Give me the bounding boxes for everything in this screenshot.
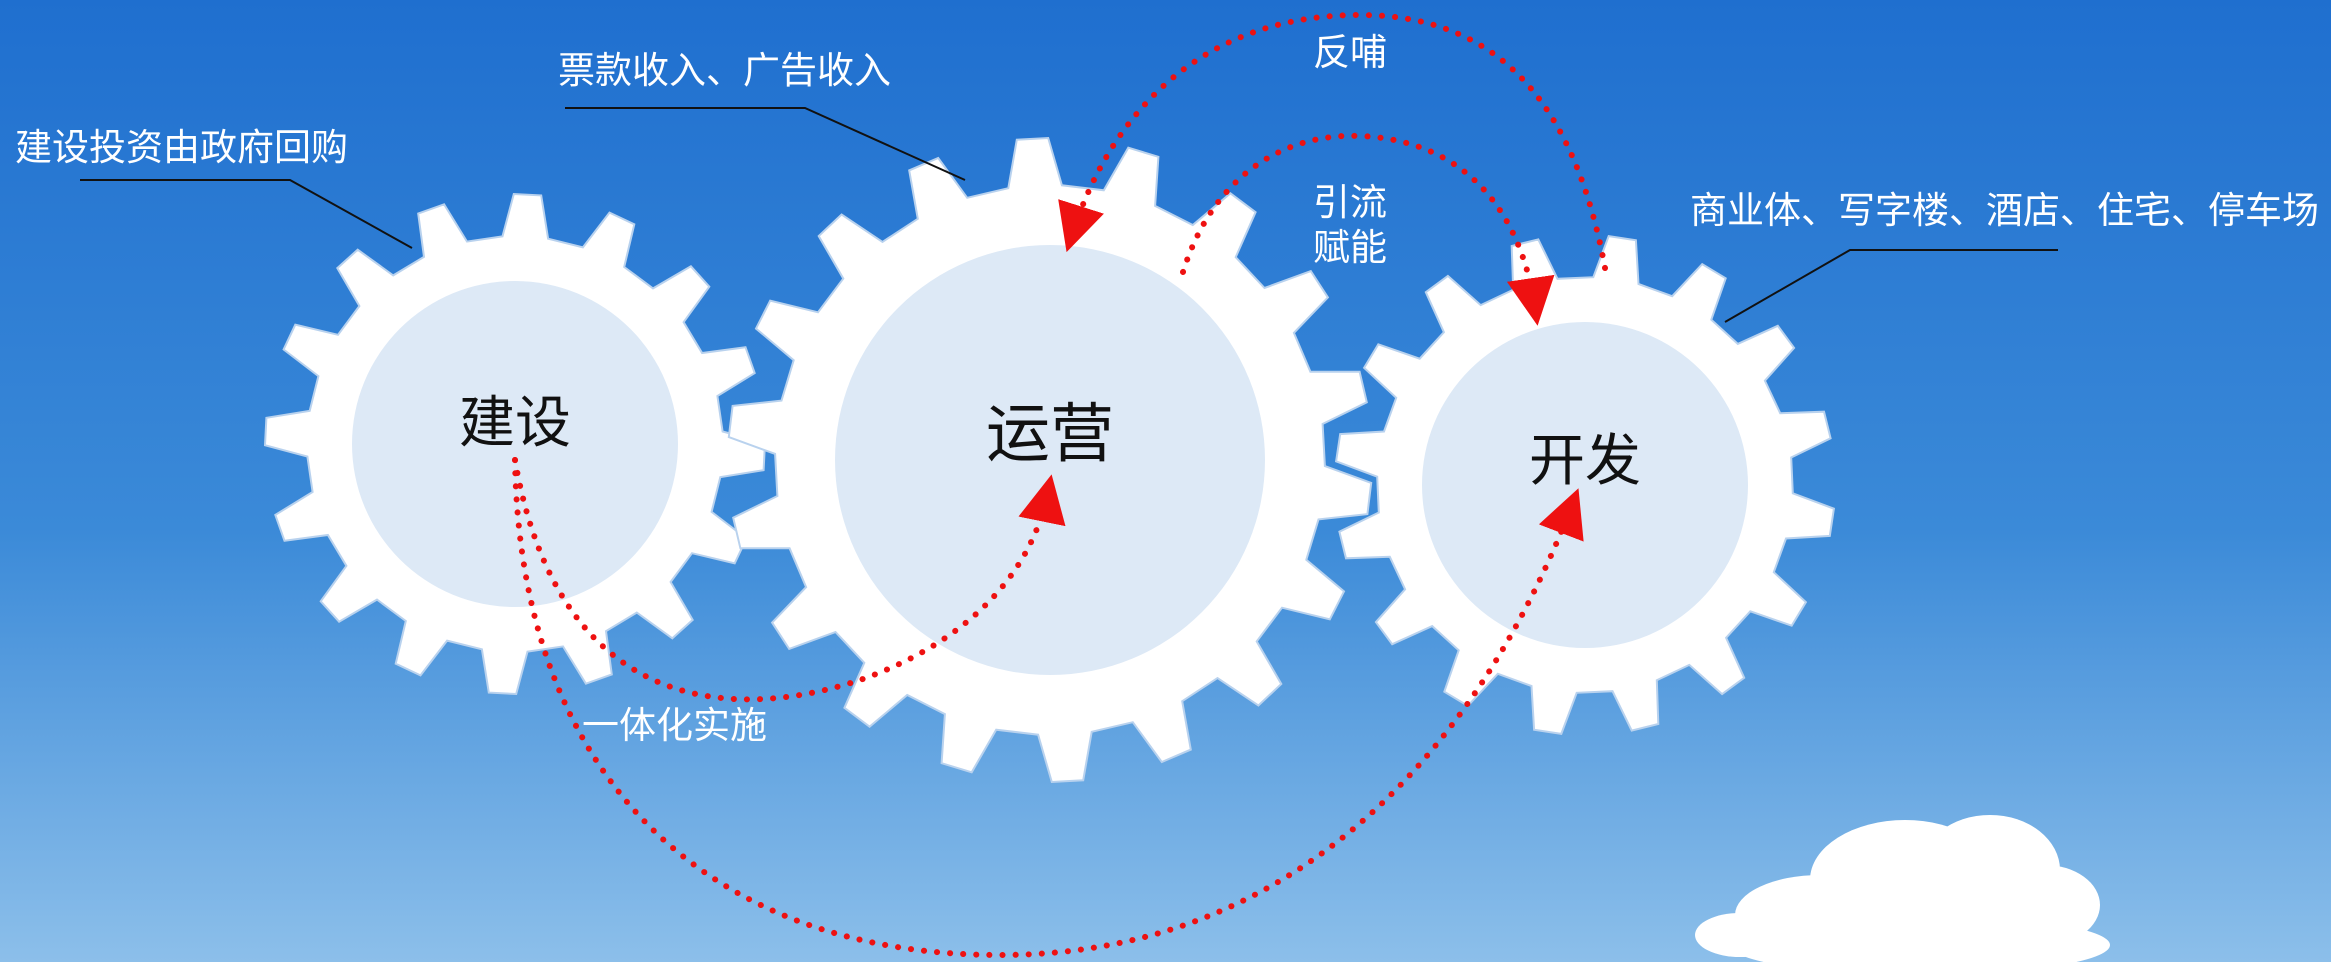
leader-line-revenue — [565, 107, 966, 181]
annotation-property-types: 商业体、写字楼、酒店、住宅、停车场 — [1690, 189, 2319, 232]
arrow-operation-to-development-traffic — [1180, 132, 1555, 326]
gear-hub-development — [1422, 322, 1748, 648]
annotation-traffic-line2: 赋能 — [1313, 226, 1387, 269]
leader-line-property — [1724, 249, 2058, 323]
gear-label-operation: 运营 — [986, 398, 1114, 472]
annotation-traffic-line1: 引流 — [1313, 181, 1387, 224]
gear-operation: 运营 — [727, 136, 1373, 784]
annotation-feedback: 反哺 — [1313, 31, 1387, 74]
annotation-revenue: 票款收入、广告收入 — [558, 49, 891, 92]
arrow-construction-to-development — [512, 457, 1584, 959]
gear-label-development: 开发 — [1529, 429, 1641, 494]
annotation-government-buyback: 建设投资由政府回购 — [15, 126, 348, 169]
gear-label-construction: 建设 — [459, 391, 571, 456]
gear-development: 开发 — [1334, 234, 1836, 736]
annotation-integration: 一体化实施 — [582, 704, 767, 747]
cloud — [1695, 815, 2110, 962]
leader-line-buyback — [80, 179, 413, 249]
gear-hub-operation — [835, 245, 1265, 675]
gear-construction: 建设 — [263, 192, 767, 696]
gear-hub-construction — [352, 281, 678, 607]
